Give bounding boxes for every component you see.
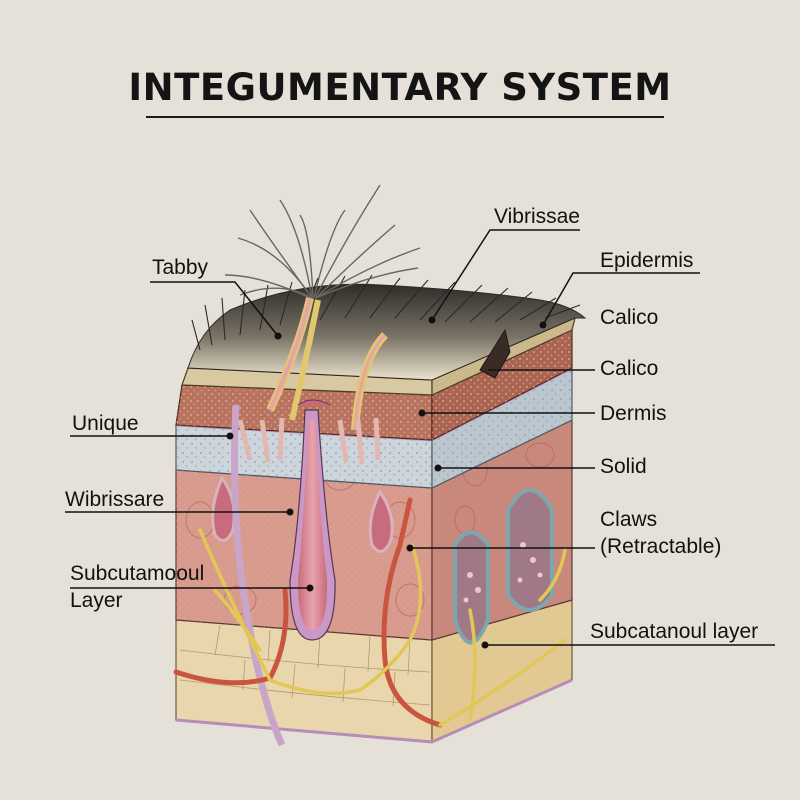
label-solid: Solid [600,455,647,478]
leader-tabby [150,281,279,337]
label-vibrissae: Vibrissae [494,205,580,228]
label-claws-line2: (Retractable) [600,535,722,558]
label-subcatanoul: Subcatanoul layer [590,620,759,643]
vibrissa-whisker [224,184,421,299]
hair-bulb [289,399,336,641]
label-dermis: Dermis [600,402,667,425]
hair-follicles [237,297,388,465]
purple-vessel [231,404,286,747]
label-epidermis: Epidermis [600,249,694,272]
claw-shape [479,328,511,379]
leader-epidermis [542,272,700,326]
label-subcutamooul-line1: Subcutamooul [70,562,205,585]
label-unique: Unique [72,412,139,435]
label-wibrissare: Wibrissare [65,488,165,511]
nerves [198,528,567,727]
leader-lines [65,229,775,646]
label-calico-1: Calico [600,306,659,329]
label-subcutamooul-line2: Layer [70,589,123,612]
leader-vibrissae [431,229,580,321]
leader-dots [226,316,547,649]
page-title: INTEGUMENTARY SYSTEM [128,66,672,109]
title-underline [146,116,664,118]
claw-pockets [453,488,554,645]
label-calico-2: Calico [600,357,659,380]
label-claws-line1: Claws [600,508,658,531]
label-tabby: Tabby [152,256,209,279]
